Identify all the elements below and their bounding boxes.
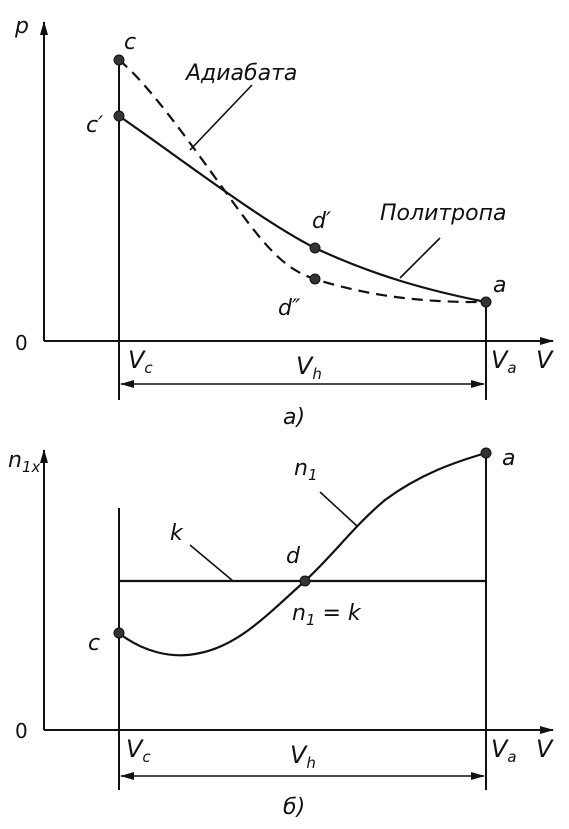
n1-leader-line (319, 491, 358, 527)
adiabat-leader-line (189, 84, 253, 151)
upper-origin-label: 0 (15, 331, 28, 355)
upper-vc-label: Vc (128, 346, 153, 377)
adiabat-curve (118, 59, 487, 304)
lower-va-label: Va (491, 735, 517, 766)
lower-point-a-marker (480, 447, 492, 459)
point-c-prime-label: c′ (86, 113, 103, 138)
point-a-label: a (493, 273, 506, 298)
point-c-marker (113, 54, 125, 66)
point-c-prime-marker (113, 110, 125, 122)
point-d-double-prime-marker (309, 273, 321, 285)
upper-y-axis-label: p (14, 14, 29, 39)
lower-point-a-label: a (502, 446, 515, 471)
adiabat-label: Адиабата (184, 61, 297, 86)
polytrope-leader-line (399, 237, 441, 279)
upper-diagram: p V 0 c c′ d′ d″ a Адиабата Политропа Vc… (14, 14, 554, 430)
lower-caption: б) (283, 795, 305, 820)
lower-diagram: n1x V 0 c d a k n1 n1 = k Vc Vh Va б) (8, 446, 554, 820)
lower-origin-label: 0 (15, 719, 28, 743)
k-leader-line (189, 544, 234, 582)
point-d-double-prime-label: d″ (278, 296, 301, 321)
point-c-label: c (124, 30, 136, 55)
point-d-marker (299, 575, 311, 587)
upper-x-axis-label: V (536, 346, 554, 374)
k-label: k (170, 521, 184, 546)
point-d-prime-marker (309, 242, 321, 254)
lower-point-c-label: c (88, 631, 100, 656)
n1-label: n1 (294, 456, 318, 484)
lower-vh-label: Vh (290, 741, 316, 772)
lower-x-axis-label: V (536, 735, 554, 763)
lower-y-axis-label: n1x (8, 448, 40, 476)
lower-point-c-marker (113, 627, 125, 639)
point-d-label: d (286, 544, 301, 569)
point-d-prime-label: d′ (312, 209, 331, 234)
upper-vh-label: Vh (296, 352, 322, 383)
upper-caption: а) (283, 405, 305, 430)
lower-vc-label: Vc (126, 735, 151, 766)
point-a-marker (480, 296, 492, 308)
n1-equals-k-label: n1 = k (292, 601, 362, 629)
upper-va-label: Va (491, 346, 517, 377)
polytrope-label: Политропа (380, 201, 506, 226)
